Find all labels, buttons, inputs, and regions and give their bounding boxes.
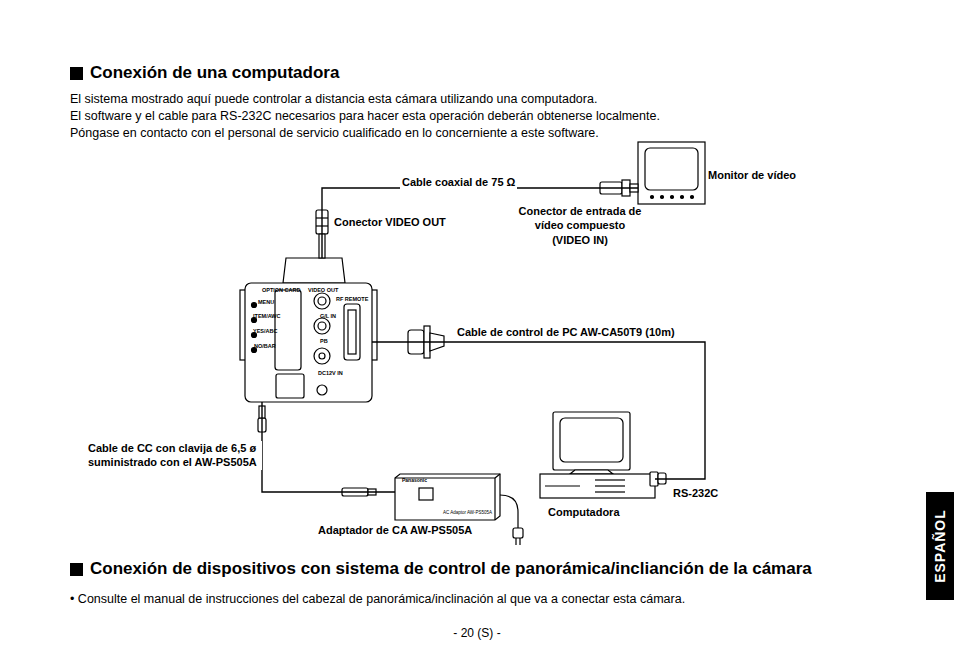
cable-label: Cable de control de PC AW-CA50T9 (10m) [455,325,677,339]
cable-line [262,402,395,492]
device-node: PanasonicAC Adaptor AW-PS505AAdaptador d… [395,474,500,520]
page-number: - 20 (S) - [0,627,954,641]
cable-line [372,342,705,479]
device-label: NO/BAR [254,343,276,349]
device-label: MENU [258,299,274,305]
computer-drawing [540,412,666,498]
port-label: RS-232C [673,487,718,500]
device-node: OPTION CARD MENU ITEM/AWC YES/ABC NO/BAR VIDE… [245,258,372,402]
device-label: Panasonic [402,478,427,484]
device-label: AC Adaptor AW-PS505A [443,510,492,515]
device-label: Monitor de vídeo [708,169,796,182]
note-text: • Consulte el manual de instrucciones de… [70,592,685,606]
connector-label: Conector VIDEO OUT [334,216,446,229]
language-tab [926,492,954,600]
device-label: Computadora [548,506,620,519]
intro-text: El sistema mostrado aquí puede controlar… [70,92,597,106]
device-label: VIDEO OUT [308,287,338,293]
device-node: Computadora [540,412,655,500]
cable-label: Cable de CC con clavija de 6,5 ø suminis… [86,441,262,470]
device-label: ITEM/AWC [253,313,281,319]
connector-label: Conector de entrada de vídeo compuesto (… [515,204,645,247]
heading-square [70,563,83,576]
adapter-drawing [258,406,523,545]
heading-square [70,67,83,80]
device-label: G/L IN [320,313,336,319]
page-title: Conexión de una computadora [90,63,339,83]
language-tab-label: ESPAÑOL [932,509,948,583]
device-label: DC12V IN [318,370,343,376]
device-label: Adaptador de CA AW-PS505A [318,524,472,537]
section-heading: Conexión de dispositivos con sistema de … [90,559,812,579]
camera-drawing [240,210,377,402]
cable-label: Cable coaxial de 75 Ω [400,175,517,189]
device-label: RF REMOTE [336,296,368,302]
intro-text: El software y el cable para RS-232C nece… [70,109,660,123]
intro-text: Póngase en contacto con el personal de s… [70,126,599,140]
monitor-drawing [600,142,705,204]
device-label: YES/ABC [253,328,277,334]
device-label: OPTION CARD [262,287,301,293]
device-node: Monitor de vídeo [638,142,705,204]
device-label: PB [320,338,328,344]
